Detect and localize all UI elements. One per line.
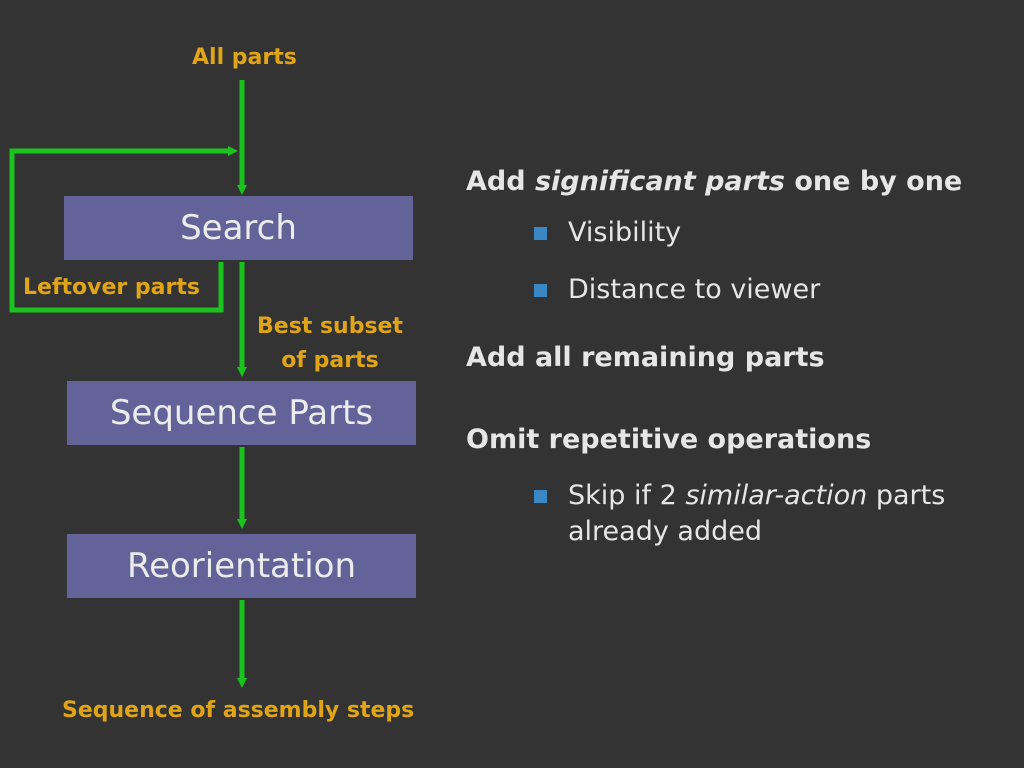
heading-omit-repetitive: Omit repetitive operations <box>466 424 872 455</box>
sequence-parts-box: Sequence Parts <box>67 381 416 445</box>
heading-add-significant-italic: significant parts <box>534 166 785 197</box>
bullet-square-icon <box>534 490 547 503</box>
arrow-leftover-loop <box>9 146 238 313</box>
reorientation-box: Reorientation <box>67 534 416 598</box>
spacer <box>466 308 1016 338</box>
spacer <box>466 378 1016 420</box>
notes-panel: Add significant parts one by one Visibil… <box>466 162 1016 550</box>
best-subset-line2: of parts <box>281 348 379 373</box>
bullet-distance-text: Distance to viewer <box>568 274 821 305</box>
heading-add-significant-post: one by one <box>784 166 963 197</box>
best-subset-line1: Best subset <box>257 314 403 339</box>
bullet-square-icon <box>534 227 547 240</box>
best-subset-label: Best subset of parts <box>257 310 403 378</box>
heading-add-remaining: Add all remaining parts <box>466 342 825 373</box>
search-box: Search <box>64 196 413 260</box>
bullet-skip-italic: similar-action <box>685 480 868 511</box>
bullet-square-icon <box>534 284 547 297</box>
heading-add-significant-pre: Add <box>466 166 535 197</box>
bullet-visibility: Visibility <box>466 215 1016 251</box>
heading-add-significant: Add significant parts one by one <box>466 162 1016 202</box>
leftover-label: Leftover parts <box>23 275 200 300</box>
bullet-visibility-text: Visibility <box>568 217 682 248</box>
input-label: All parts <box>192 45 297 70</box>
bullet-distance: Distance to viewer <box>466 272 1016 308</box>
output-label: Sequence of assembly steps <box>62 698 415 723</box>
bullet-skip-pre: Skip if 2 <box>568 480 686 511</box>
bullet-skip: Skip if 2 similar-action parts already a… <box>466 478 1016 550</box>
bullet-skip-post: parts already added <box>568 480 946 547</box>
